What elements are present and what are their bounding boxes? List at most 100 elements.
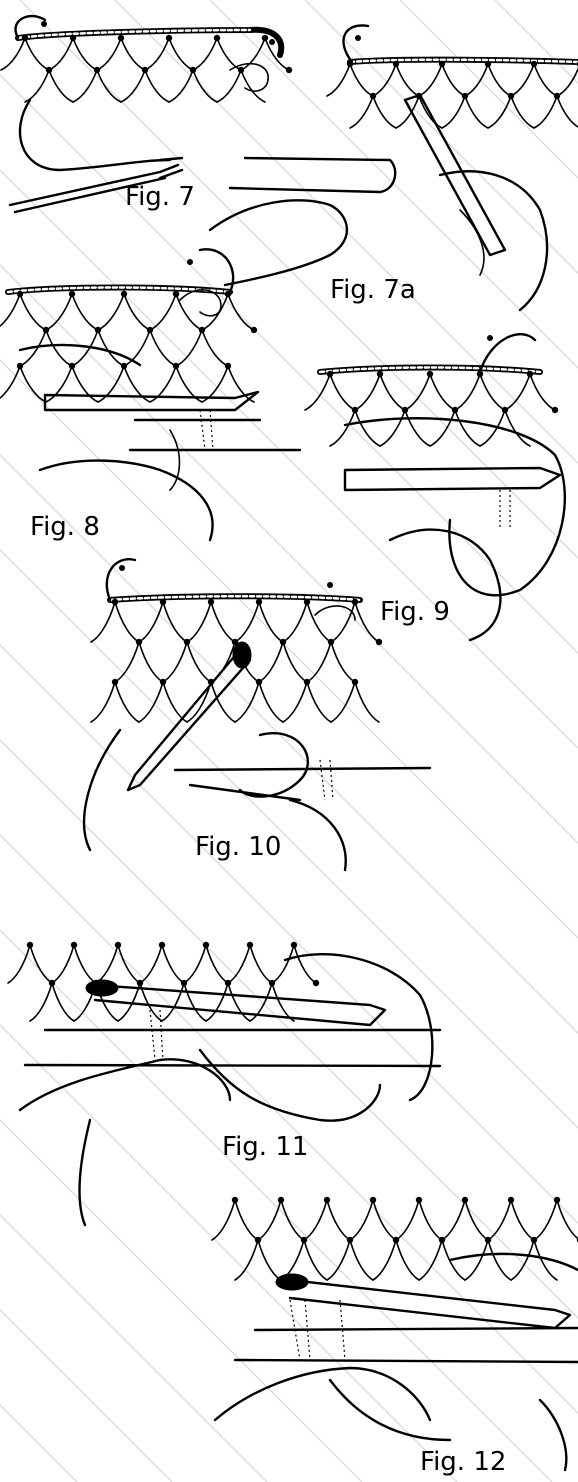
mesh-strand [235, 682, 283, 722]
mesh-knot [347, 1237, 353, 1243]
mesh-knot [203, 942, 209, 948]
mesh-strand [228, 945, 272, 983]
mesh-strand [355, 374, 405, 410]
mesh-knot [70, 35, 76, 41]
mesh-strand [373, 1240, 419, 1280]
figure-11: Fig. 11 [8, 942, 440, 1225]
mesh-strand [217, 70, 265, 102]
mesh-knot [452, 407, 458, 413]
mesh-knot [160, 679, 166, 685]
mesh-strand [505, 374, 555, 410]
mesh-knot [462, 93, 468, 99]
mesh-knot [402, 407, 408, 413]
mesh-fig7a [327, 61, 578, 128]
mesh-knot [327, 371, 333, 377]
mesh-knot [115, 942, 121, 948]
mesh-strand [163, 642, 211, 682]
mesh-knot [22, 35, 28, 41]
mesh-strand [258, 1200, 304, 1240]
mesh-knot [313, 980, 319, 986]
mesh-strand [327, 1240, 373, 1280]
mesh-knot [485, 1237, 491, 1243]
figure-7: Fig. 7 [1, 16, 292, 212]
mesh-knot [416, 1197, 422, 1203]
mesh-knot [160, 599, 166, 605]
mesh-fig7 [1, 35, 292, 102]
mesh-strand [419, 64, 465, 96]
mesh-strand [272, 945, 316, 983]
mesh-knot [256, 599, 262, 605]
mesh-strand [327, 64, 373, 96]
mesh-knot [347, 61, 353, 67]
mesh-strand [419, 1240, 465, 1280]
mesh-strand [140, 945, 184, 983]
mesh-knot [370, 1197, 376, 1203]
caption-fig8: Fig. 8 [30, 512, 100, 542]
mesh-knot [95, 327, 101, 333]
mesh-knot [286, 67, 292, 73]
mesh-knot [17, 363, 23, 369]
mesh-knot [238, 67, 244, 73]
mesh-knot [159, 942, 165, 948]
mesh-strand [73, 70, 121, 102]
caption-fig9: Fig. 9 [380, 597, 450, 627]
mesh-knot [173, 291, 179, 297]
mesh-strand [259, 642, 307, 682]
mesh-knot [502, 407, 508, 413]
mesh-strand [465, 1240, 511, 1280]
mesh-strand [380, 410, 430, 446]
watermark-line [0, 0, 77, 1482]
mesh-knot [527, 371, 533, 377]
mesh-strand [139, 602, 187, 642]
mesh-knot [251, 327, 257, 333]
mesh-strand [488, 1200, 534, 1240]
caption-fig7: Fig. 7 [125, 182, 195, 212]
mesh-strand [8, 945, 52, 983]
mesh-knot [531, 1237, 537, 1243]
mesh-knot [225, 363, 231, 369]
mesh-strand [235, 1240, 281, 1280]
mesh-strand [30, 983, 74, 1021]
mesh-knot [118, 35, 124, 41]
watermark-line [495, 0, 578, 1482]
figure-12: Fig. 12 [212, 1197, 578, 1477]
mesh-knot [112, 679, 118, 685]
mesh-knot [142, 67, 148, 73]
mesh-strand [139, 682, 187, 722]
mesh-knot [208, 599, 214, 605]
mesh-knot [136, 639, 142, 645]
mesh-knot [280, 639, 286, 645]
mesh-knot [439, 61, 445, 67]
mesh-knot [304, 679, 310, 685]
mesh-knot [377, 371, 383, 377]
watermark-line [0, 0, 172, 1482]
mesh-knot [554, 93, 560, 99]
mesh-strand [187, 602, 235, 642]
mesh-knot [352, 679, 358, 685]
caption-fig11: Fig. 11 [222, 1132, 308, 1162]
mesh-knot [304, 599, 310, 605]
mesh-knot [439, 1237, 445, 1243]
mesh-knot [328, 639, 334, 645]
mesh-strand [97, 38, 145, 70]
mesh-knot [393, 1237, 399, 1243]
mesh-strand [331, 682, 379, 722]
mesh-knot [43, 327, 49, 333]
mesh-fig11 [8, 942, 319, 1021]
mesh-knot [508, 93, 514, 99]
watermark-line [0, 0, 267, 1482]
mesh-knot [69, 291, 75, 297]
mesh-knot [121, 363, 127, 369]
figure-8: Fig. 8 [0, 249, 300, 542]
caption-fig10: Fig. 10 [195, 832, 281, 862]
mesh-strand [193, 38, 241, 70]
mesh-strand [0, 366, 46, 402]
mesh-strand [330, 410, 380, 446]
mesh-knot [94, 67, 100, 73]
mesh-strand [162, 983, 206, 1021]
mesh-strand [115, 642, 163, 682]
